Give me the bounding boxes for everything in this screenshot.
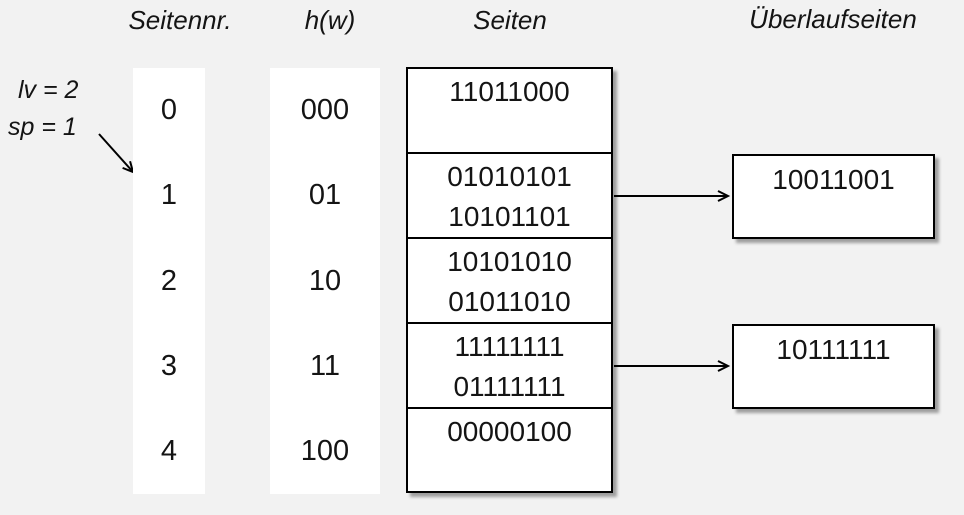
- bucket-entry: 11011000: [449, 76, 570, 107]
- page-number: 2: [160, 264, 178, 297]
- page-number: 3: [160, 349, 178, 382]
- bucket-4: 00000100: [408, 406, 611, 492]
- overflow-page-bucket3: 10111111: [732, 324, 935, 409]
- bucket-1: 01010101 10101101: [408, 151, 611, 237]
- hash-value: 10: [308, 264, 342, 297]
- overflow-entry: 10111111: [776, 334, 891, 365]
- bucket-entry: 01010101: [447, 160, 572, 192]
- hash-value: 01: [308, 179, 342, 212]
- bucket-entry: 10101101: [448, 200, 571, 232]
- page-number: 0: [160, 94, 178, 127]
- hash-value: 000: [300, 94, 350, 127]
- hash-value: 11: [309, 349, 341, 382]
- split-pointer-value: sp = 1: [8, 113, 77, 141]
- header-hash-function: h(w): [304, 5, 356, 35]
- bucket-0: 11011000: [408, 69, 611, 152]
- page-number: 4: [160, 434, 178, 467]
- column-seitennr: 0 1 2 3 4: [133, 68, 205, 494]
- header-seiten: Seiten: [473, 5, 547, 35]
- bucket-entry: 11111111: [454, 330, 565, 362]
- page-number: 1: [160, 179, 178, 212]
- header-ueberlaufseiten: Überlaufseiten: [749, 4, 917, 34]
- column-hash-values: 000 01 10 11 100: [270, 68, 380, 494]
- level-value: lv = 2: [18, 76, 79, 104]
- hash-value: 100: [300, 434, 350, 467]
- bucket-entry: 01011010: [448, 285, 571, 317]
- bucket-3: 11111111 01111111: [408, 321, 611, 407]
- bucket-2: 10101010 01011010: [408, 236, 611, 322]
- overflow-page-bucket1: 10011001: [732, 154, 935, 239]
- bucket-table: 11011000 01010101 10101101 10101010 0101…: [406, 67, 613, 493]
- bucket-entry: 10101010: [447, 245, 572, 277]
- bucket-entry: 01111111: [453, 370, 566, 402]
- header-seitennr: Seitennr.: [128, 5, 232, 35]
- state-annotation: lv = 2 sp = 1: [8, 72, 78, 146]
- overflow-entry: 10011001: [772, 164, 895, 195]
- bucket-entry: 00000100: [447, 415, 572, 447]
- split-pointer-arrow: [98, 133, 135, 174]
